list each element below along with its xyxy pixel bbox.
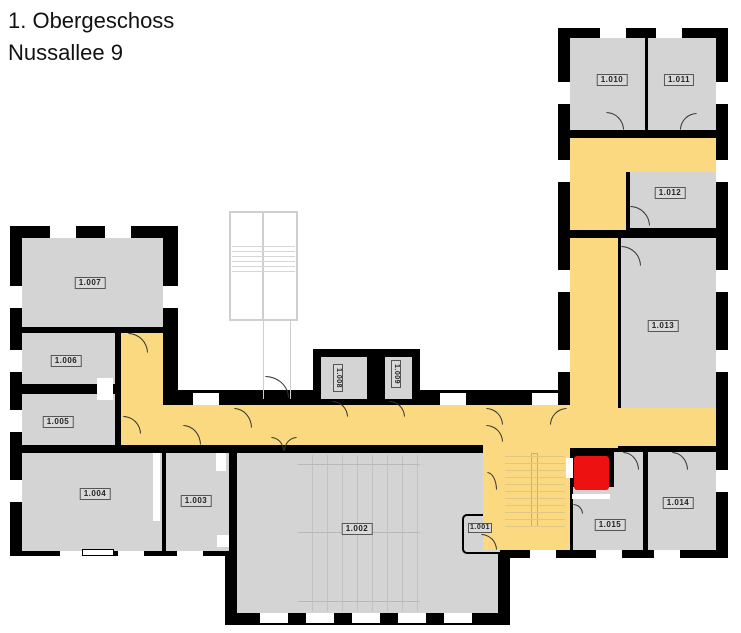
window	[163, 286, 178, 308]
window	[558, 350, 570, 372]
window	[398, 613, 426, 623]
shaft-opening	[566, 458, 573, 478]
window	[656, 28, 682, 38]
exterior-walkway	[263, 321, 291, 399]
stair-line	[298, 601, 420, 602]
room-label-1-004: 1.004	[79, 488, 111, 500]
wall-niche	[216, 453, 226, 471]
window	[306, 613, 334, 623]
exterior-stair-steps	[232, 242, 295, 274]
room-label-1-005: 1.005	[42, 416, 74, 428]
room-label-1-013: 1.013	[647, 320, 679, 332]
room-label-1-011: 1.011	[663, 74, 695, 86]
window	[558, 82, 570, 104]
window	[118, 551, 144, 559]
location-marker[interactable]	[574, 456, 609, 490]
room-label-1-010: 1.010	[596, 74, 628, 86]
stairs-steps	[505, 450, 565, 530]
room-1-004[interactable]	[22, 453, 162, 551]
window	[10, 410, 22, 432]
room-label-1-012: 1.012	[654, 187, 686, 199]
window	[558, 270, 570, 292]
window	[440, 393, 466, 405]
corridor-north-left	[570, 138, 626, 230]
window	[532, 393, 558, 405]
room-1-008[interactable]	[321, 357, 367, 399]
room-label-1-006: 1.006	[50, 355, 82, 367]
corridor-east-south	[570, 408, 716, 446]
window	[60, 551, 86, 559]
window	[596, 550, 622, 558]
shaft-sill	[572, 494, 610, 499]
window	[193, 393, 219, 405]
room-label-1-001: 1.001	[467, 523, 493, 533]
window	[530, 550, 556, 558]
window	[600, 28, 626, 38]
room-label-1-008: 1.008	[333, 363, 343, 393]
window	[654, 550, 680, 558]
room-label-1-014: 1.014	[662, 497, 694, 509]
window	[260, 613, 288, 623]
wall-niche	[97, 378, 113, 400]
window	[10, 350, 22, 372]
window	[10, 286, 22, 308]
window	[177, 551, 203, 559]
window	[50, 226, 76, 238]
wall-niche	[153, 453, 160, 521]
address-title: Nussallee 9	[8, 40, 123, 65]
window	[716, 160, 728, 182]
window	[716, 350, 728, 372]
wall-niche	[217, 535, 229, 547]
floor-title: 1. Obergeschoss	[8, 8, 175, 33]
room-label-1-002: 1.002	[341, 523, 373, 535]
window	[105, 226, 131, 238]
stair-line	[298, 464, 420, 465]
room-label-1-009: 1.009	[391, 359, 401, 389]
window	[716, 270, 728, 292]
door-1-002-right[interactable]	[284, 437, 297, 451]
window	[444, 613, 472, 623]
wall-niche	[82, 549, 114, 556]
room-label-1-003: 1.003	[180, 495, 212, 507]
window	[716, 470, 728, 492]
window	[716, 82, 728, 104]
window	[352, 613, 380, 623]
room-label-1-007: 1.007	[74, 277, 106, 289]
room-label-1-015: 1.015	[594, 519, 626, 531]
window	[558, 160, 570, 182]
window	[10, 480, 22, 502]
